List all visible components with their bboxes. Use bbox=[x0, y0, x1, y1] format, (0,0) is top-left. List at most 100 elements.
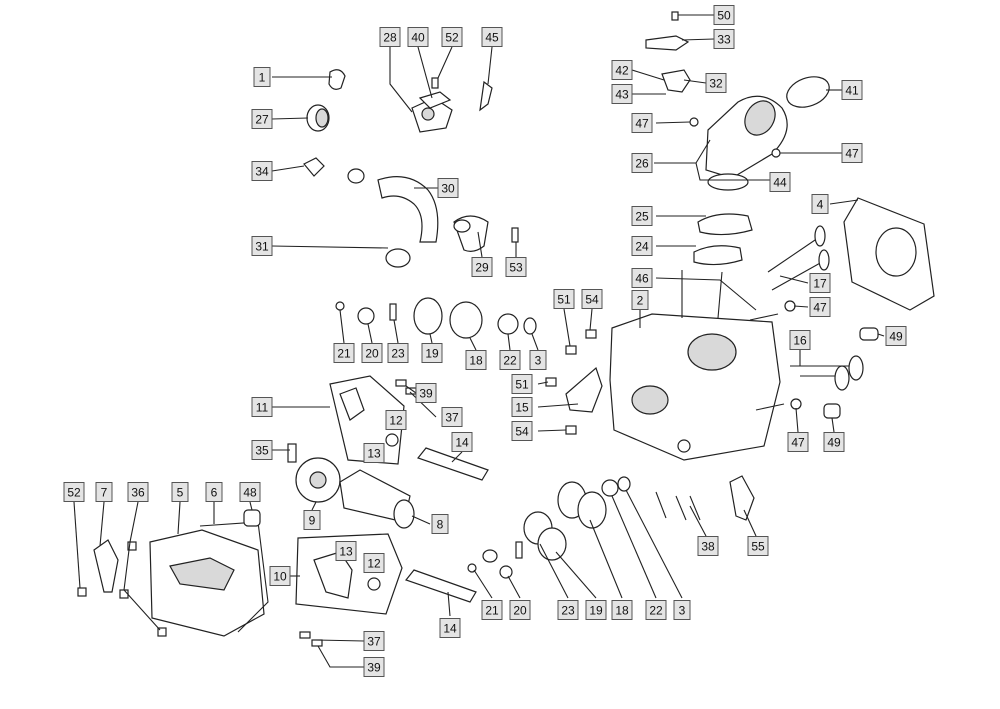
callout-label: 38 bbox=[701, 540, 715, 554]
callout-47: 47 bbox=[631, 113, 653, 133]
callout-5: 5 bbox=[171, 482, 189, 502]
callout-32: 32 bbox=[705, 73, 727, 93]
callout-box bbox=[95, 482, 113, 502]
part-24-gasket bbox=[693, 245, 743, 266]
callout-box bbox=[363, 443, 385, 463]
callout-label: 23 bbox=[391, 347, 405, 361]
callout-label: 13 bbox=[367, 447, 381, 461]
callout-23: 23 bbox=[387, 343, 409, 363]
callout-box bbox=[841, 143, 863, 163]
callout-13: 13 bbox=[363, 443, 385, 463]
callout-box bbox=[63, 482, 85, 502]
callout-box bbox=[529, 350, 547, 370]
part-40-gasket bbox=[418, 91, 452, 109]
callout-11: 11 bbox=[251, 397, 273, 417]
callout-box bbox=[303, 510, 321, 530]
callout-box bbox=[441, 407, 463, 427]
callout-14: 14 bbox=[451, 432, 473, 452]
callout-box bbox=[451, 432, 473, 452]
callout-box bbox=[511, 374, 533, 394]
callout-label: 43 bbox=[615, 88, 629, 102]
callout-label: 9 bbox=[309, 514, 316, 528]
part-36-bolts bbox=[119, 541, 167, 637]
callout-label: 4 bbox=[817, 198, 824, 212]
callout-label: 34 bbox=[255, 165, 269, 179]
callout-label: 23 bbox=[561, 604, 575, 618]
part-27-cap bbox=[306, 104, 330, 132]
callout-box bbox=[811, 194, 829, 214]
callout-label: 54 bbox=[515, 425, 529, 439]
callout-box bbox=[385, 410, 407, 430]
callout-box bbox=[841, 80, 863, 100]
callout-41: 41 bbox=[841, 80, 863, 100]
callout-label: 5 bbox=[177, 486, 184, 500]
callout-label: 3 bbox=[535, 354, 542, 368]
callout-box bbox=[511, 421, 533, 441]
callout-52: 52 bbox=[63, 482, 85, 502]
callout-label: 20 bbox=[513, 604, 527, 618]
callout-box bbox=[611, 600, 633, 620]
callout-box bbox=[127, 482, 149, 502]
callout-label: 18 bbox=[469, 354, 483, 368]
callout-label: 51 bbox=[515, 378, 529, 392]
callout-label: 47 bbox=[791, 436, 805, 450]
callout-39: 39 bbox=[363, 657, 385, 677]
callout-26: 26 bbox=[631, 153, 653, 173]
callout-18: 18 bbox=[611, 600, 633, 620]
part-53-bolt bbox=[511, 227, 519, 243]
callout-box bbox=[747, 536, 769, 556]
part-5-valve-cover bbox=[149, 529, 265, 637]
part-15-bracket bbox=[565, 366, 603, 413]
callout-label: 45 bbox=[485, 31, 499, 45]
callout-box bbox=[269, 566, 291, 586]
callout-13: 13 bbox=[335, 541, 357, 561]
callout-1: 1 bbox=[253, 67, 271, 87]
callout-10: 10 bbox=[269, 566, 291, 586]
callout-box bbox=[471, 257, 493, 277]
callout-label: 37 bbox=[445, 411, 459, 425]
callout-label: 48 bbox=[243, 486, 257, 500]
part-34-sensor bbox=[303, 157, 325, 177]
callout-24: 24 bbox=[631, 236, 653, 256]
part-25-gasket bbox=[697, 213, 753, 236]
callout-label: 29 bbox=[475, 261, 489, 275]
callout-3: 3 bbox=[673, 600, 691, 620]
callout-label: 26 bbox=[635, 157, 649, 171]
callout-box bbox=[441, 27, 463, 47]
callout-label: 13 bbox=[339, 545, 353, 559]
callout-52: 52 bbox=[441, 27, 463, 47]
callout-42: 42 bbox=[611, 60, 633, 80]
callout-49: 49 bbox=[823, 432, 845, 452]
callout-34: 34 bbox=[251, 161, 273, 181]
callout-box bbox=[787, 432, 809, 452]
callout-48: 48 bbox=[239, 482, 261, 502]
callout-17: 17 bbox=[809, 273, 831, 293]
callout-label: 55 bbox=[751, 540, 765, 554]
callout-box bbox=[335, 541, 357, 561]
part-9-sprocket bbox=[295, 457, 341, 503]
callout-label: 8 bbox=[437, 518, 444, 532]
callout-9: 9 bbox=[303, 510, 321, 530]
callout-label: 17 bbox=[813, 277, 827, 291]
callout-label: 19 bbox=[589, 604, 603, 618]
part-14-shaft-upper bbox=[416, 447, 489, 481]
callout-box bbox=[361, 343, 383, 363]
callout-label: 27 bbox=[255, 113, 269, 127]
part-29-pipe-fitting bbox=[453, 215, 489, 252]
callout-47: 47 bbox=[809, 297, 831, 317]
callout-label: 47 bbox=[845, 147, 859, 161]
callout-box bbox=[333, 343, 355, 363]
callout-box bbox=[251, 397, 273, 417]
callout-box bbox=[407, 27, 429, 47]
callout-box bbox=[363, 631, 385, 651]
callout-label: 10 bbox=[273, 570, 287, 584]
callout-39: 39 bbox=[415, 383, 437, 403]
part-35-bolt bbox=[287, 443, 297, 463]
callout-box bbox=[631, 268, 653, 288]
part-illustrations bbox=[77, 11, 935, 647]
callout-box bbox=[713, 29, 735, 49]
callout-box bbox=[697, 536, 719, 556]
callout-27: 27 bbox=[251, 109, 273, 129]
callout-box bbox=[809, 297, 831, 317]
callout-box bbox=[631, 206, 653, 226]
